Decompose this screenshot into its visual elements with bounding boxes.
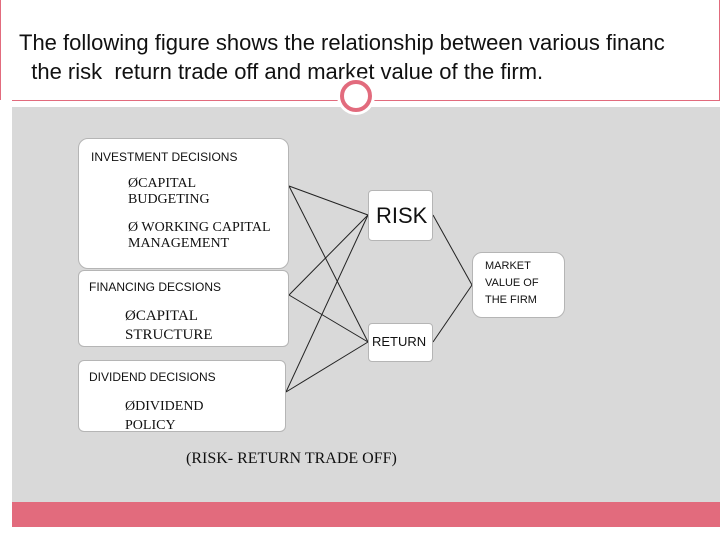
slide-title-line2: the risk return trade off and market val… [19,59,544,84]
decorative-ring-icon [340,80,372,112]
bottom-margin [0,527,720,540]
dividend-decisions-box: DIVIDEND DECISIONS ØDIVIDEND POLICY [78,360,286,433]
dividend-item1-line2: POLICY [125,418,176,433]
return-box: RETURN [368,323,433,362]
risk-box: RISK [368,190,433,241]
investment-item1-line2: BUDGETING [128,192,210,207]
investment-heading: INVESTMENT DECISIONS [91,150,238,164]
financing-decisions-box: FINANCING DECSIONS ØCAPITAL STRUCTURE [78,270,289,347]
investment-item1-line1: ØCAPITAL [128,176,197,191]
financing-item1-line2: STRUCTURE [125,327,213,343]
investment-decisions-box: INVESTMENT DECISIONS ØCAPITAL BUDGETING … [78,138,289,269]
slide-title-line1: The following figure shows the relations… [19,30,665,55]
slide-header: The following figure shows the relations… [0,0,720,100]
dividend-heading: DIVIDEND DECISIONS [89,370,216,384]
diagram-caption: (RISK- RETURN TRADE OFF) [186,450,397,467]
return-label: RETURN [372,334,427,349]
footer-bar [12,502,720,527]
financing-heading: FINANCING DECSIONS [89,280,222,294]
market-value-line3: THE FIRM [485,294,537,306]
investment-item2-line1: Ø WORKING CAPITAL [128,220,271,235]
investment-item2-line2: MANAGEMENT [128,236,230,251]
risk-label: RISK [376,203,428,228]
market-value-box: MARKET VALUE OF THE FIRM [472,252,565,318]
financing-item1-line1: ØCAPITAL [125,308,198,324]
market-value-line2: VALUE OF [485,277,539,289]
dividend-item1-line1: ØDIVIDEND [125,399,204,414]
market-value-line1: MARKET [485,260,531,272]
